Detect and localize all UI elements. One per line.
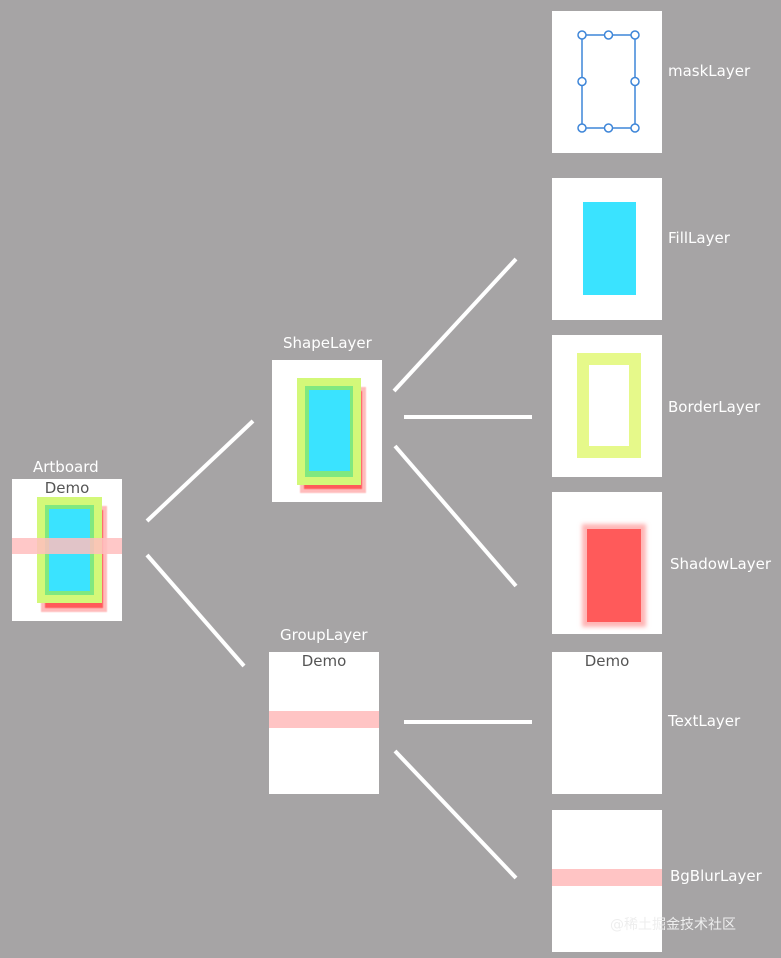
- border-layer-label: BorderLayer: [668, 398, 761, 416]
- bgblur-band: [552, 869, 662, 886]
- edge-artboard-shape: [145, 419, 255, 523]
- group-layer-node: Demo: [269, 652, 379, 794]
- mask-selection-icon: [577, 30, 640, 133]
- shadow-layer-node: [552, 492, 662, 634]
- text-layer-node: Demo: [552, 652, 662, 794]
- shadow-layer-label: ShadowLayer: [670, 555, 772, 573]
- text-layer-label: TextLayer: [668, 712, 741, 730]
- bgblur-band: [269, 711, 379, 728]
- mask-layer-label: maskLayer: [668, 62, 751, 80]
- text-demo: Demo: [584, 652, 630, 670]
- fill-rect: [583, 202, 636, 295]
- bgblur-layer-label: BgBlurLayer: [670, 867, 762, 885]
- edge-shape-fill: [392, 257, 518, 393]
- fill-layer-node: [552, 178, 662, 320]
- shape-layer-label: ShapeLayer: [283, 334, 372, 352]
- border-layer-node: [552, 335, 662, 477]
- artboard-demo-text: Demo: [44, 479, 90, 497]
- bgblur-band: [12, 538, 122, 554]
- shadow-rect: [587, 529, 641, 622]
- artboard-node: Demo: [12, 479, 122, 621]
- edge-artboard-group: [145, 553, 246, 668]
- bgblur-layer-node: [552, 810, 662, 952]
- watermark: @稀土掘金技术社区: [610, 917, 736, 933]
- edge-shape-shadow: [393, 444, 518, 588]
- border-rect: [577, 353, 641, 458]
- artboard-label: Artboard: [33, 458, 99, 476]
- group-layer-label: GroupLayer: [280, 626, 368, 644]
- mask-layer-node: [552, 11, 662, 153]
- group-demo-text: Demo: [301, 652, 347, 670]
- fill-layer-label: FillLayer: [668, 229, 730, 247]
- shape-layer-node: [272, 360, 382, 502]
- edge-group-bgblur: [393, 749, 518, 880]
